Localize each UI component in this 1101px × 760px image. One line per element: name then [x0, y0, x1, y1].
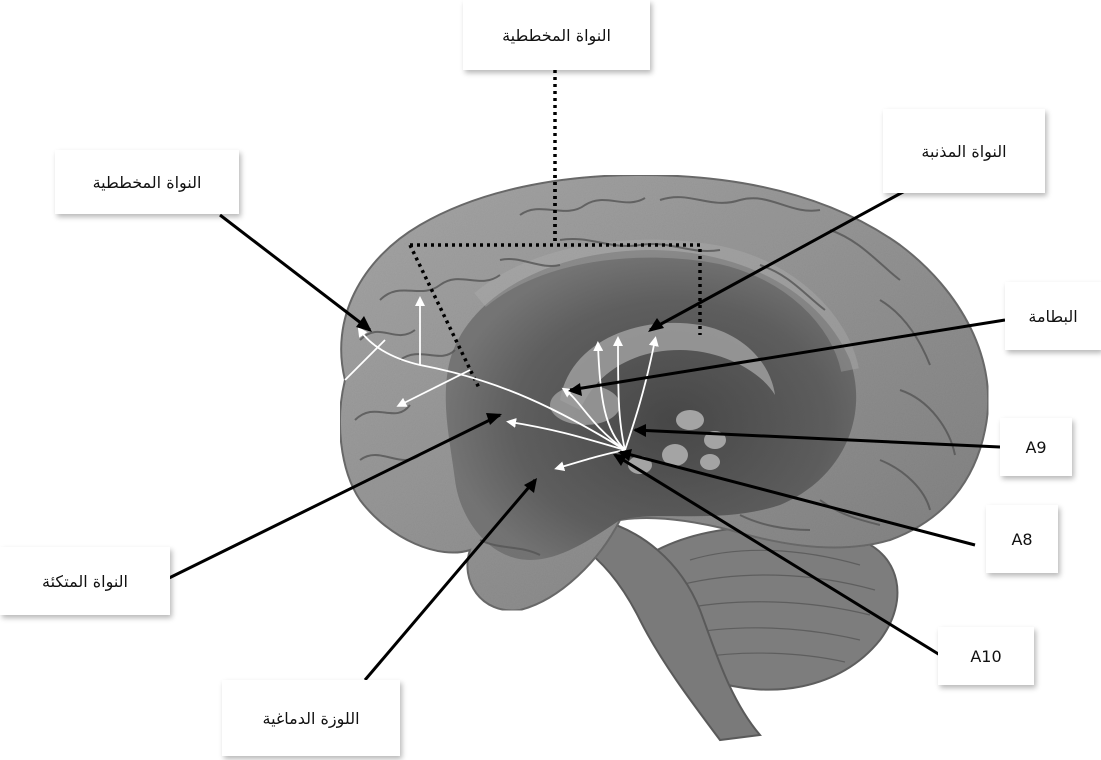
- label-striatum-top: النواة المخططية: [463, 0, 650, 70]
- label-caudate: النواة المذنبة: [883, 109, 1045, 193]
- label-amygdala: اللوزة الدماغية: [222, 680, 400, 756]
- label-accumbens: النواة المتكئة: [0, 547, 170, 615]
- label-striatum-left: النواة المخططية: [55, 150, 239, 214]
- label-a8: A8: [986, 505, 1058, 573]
- putamen-body: [550, 385, 620, 425]
- label-putamen: البطامة: [1005, 282, 1101, 350]
- label-a9: A9: [1000, 418, 1072, 476]
- label-a10: A10: [938, 627, 1034, 685]
